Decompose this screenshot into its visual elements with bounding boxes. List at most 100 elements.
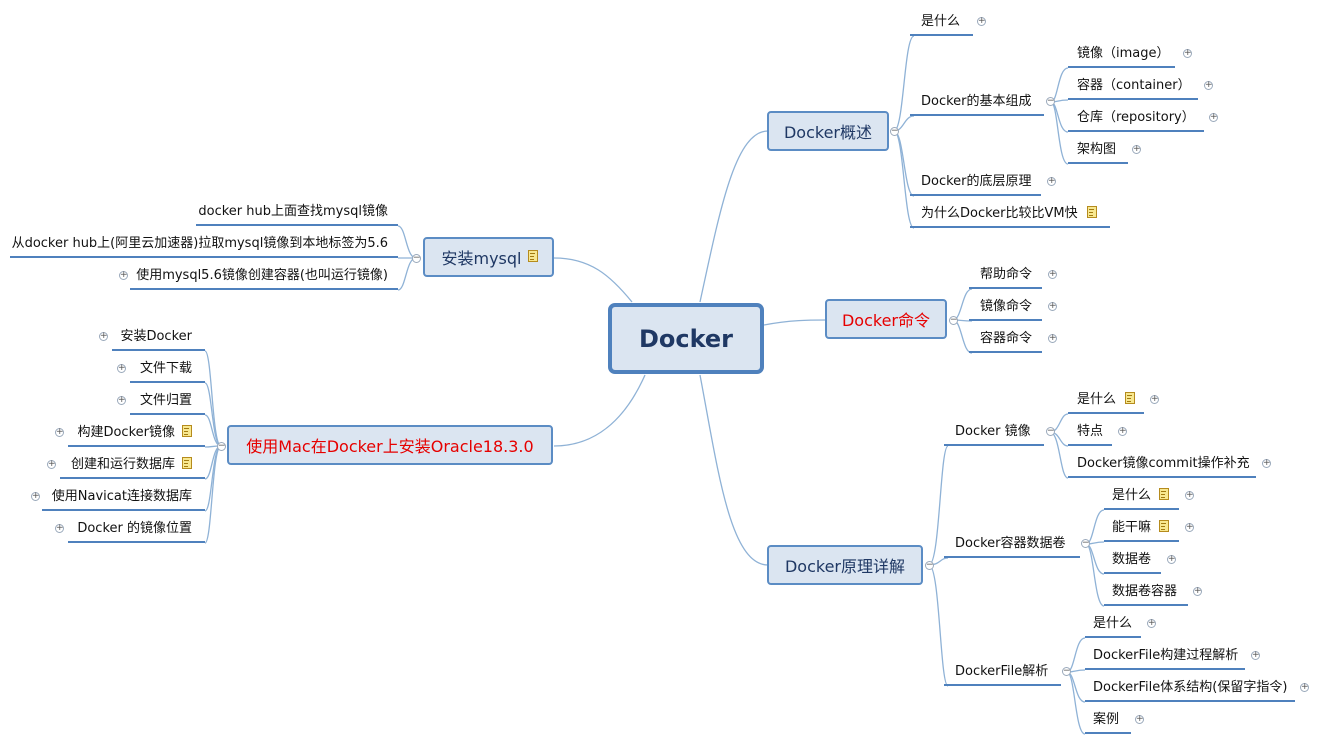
subtopic-container-commands[interactable]: 容器命令 [980,331,1033,346]
plus-icon[interactable]: + [1193,586,1202,596]
subtopic-help-commands[interactable]: 帮助命令 [980,267,1033,282]
underline [196,224,398,226]
subtopic-dockerfile-build[interactable]: DockerFile构建过程解析 [1093,648,1239,663]
underline [969,287,1042,289]
subtopic-file-archive[interactable]: 文件归置 [139,393,192,408]
subtopic-install-docker[interactable]: 安装Docker [120,329,192,344]
collapse-icon[interactable]: − [217,441,226,451]
plus-icon[interactable]: + [1185,490,1194,500]
subtopic-architecture[interactable]: 架构图 [1077,142,1117,157]
plus-icon[interactable]: + [1204,80,1213,90]
subtopic-mysql-run[interactable]: 使用mysql5.6镜像创建容器(也叫运行镜像) [136,268,388,283]
plus-icon[interactable]: + [31,491,40,501]
plus-icon[interactable]: + [1167,554,1176,564]
collapse-icon[interactable]: − [890,126,899,136]
topic-docker-principles[interactable]: Docker原理详解 [767,545,923,585]
central-topic-docker[interactable]: Docker [608,303,764,374]
underline [910,194,1041,196]
subtopic-image-location[interactable]: Docker 的镜像位置 [77,521,192,536]
subtopic-image-commit[interactable]: Docker镜像commit操作补充 [1077,456,1250,471]
subtopic-underlying-principle[interactable]: Docker的底层原理 [921,174,1032,189]
plus-icon[interactable]: + [1262,458,1271,468]
plus-icon[interactable]: + [1048,269,1057,279]
plus-icon[interactable]: + [1147,618,1156,628]
subtopic-basic-components[interactable]: Docker的基本组成 [921,94,1032,109]
subtopic-mysql-pull[interactable]: 从docker hub上(阿里云加速器)拉取mysql镜像到本地标签为5.6 [11,236,388,251]
note-icon[interactable] [528,250,538,262]
plus-icon[interactable]: + [1132,144,1141,154]
underline [1068,130,1204,132]
plus-icon[interactable]: + [977,16,986,26]
subtopic-dockerfile[interactable]: DockerFile解析 [955,664,1049,679]
subtopic-image[interactable]: 镜像（image） [1077,46,1170,61]
collapse-icon[interactable]: − [1062,666,1071,676]
plus-icon[interactable]: + [1048,301,1057,311]
subtopic-data-volumes[interactable]: Docker容器数据卷 [955,536,1066,551]
subtopic-file-download[interactable]: 文件下载 [139,361,192,376]
subtopic-docker-image[interactable]: Docker 镜像 [955,424,1031,439]
collapse-icon[interactable]: − [1046,426,1055,436]
underline [1104,508,1179,510]
subtopic-container[interactable]: 容器（container） [1077,78,1191,93]
collapse-icon[interactable]: − [949,315,958,325]
underline [969,351,1042,353]
collapse-icon[interactable]: − [412,253,421,263]
subtopic-repository[interactable]: 仓库（repository） [1077,110,1195,125]
collapse-icon[interactable]: − [1081,538,1090,548]
subtopic-volume[interactable]: 数据卷 [1112,552,1152,567]
plus-icon[interactable]: + [117,363,126,373]
plus-icon[interactable]: + [1183,48,1192,58]
plus-icon[interactable]: + [55,523,64,533]
underline [1085,668,1245,670]
plus-icon[interactable]: + [117,395,126,405]
collapse-icon[interactable]: − [925,560,934,570]
underline [112,349,205,351]
subtopic-build-image[interactable]: 构建Docker镜像 [77,425,175,440]
subtopic-dockerfile-structure[interactable]: DockerFile体系结构(保留字指令) [1093,680,1288,695]
underline [910,226,1110,228]
subtopic-why-faster[interactable]: 为什么Docker比较比VM快 [921,206,1078,221]
plus-icon[interactable]: + [1048,333,1057,343]
collapse-icon[interactable]: − [1046,96,1055,106]
subtopic-image-commands[interactable]: 镜像命令 [980,299,1033,314]
note-icon[interactable] [1159,520,1169,532]
plus-icon[interactable]: + [1118,426,1127,436]
subtopic-image-what[interactable]: 是什么 [1077,392,1117,407]
topic-docker-overview[interactable]: Docker概述 [767,111,889,151]
underline [1104,540,1179,542]
note-icon[interactable] [182,457,192,469]
topic-install-oracle[interactable]: 使用Mac在Docker上安装Oracle18.3.0 [227,425,553,465]
note-icon[interactable] [1087,206,1097,218]
plus-icon[interactable]: + [1185,522,1194,532]
plus-icon[interactable]: + [55,427,64,437]
subtopic-navicat[interactable]: 使用Navicat连接数据库 [51,489,192,504]
subtopic-volume-usage[interactable]: 能干嘛 [1112,520,1152,535]
subtopic-image-features[interactable]: 特点 [1077,424,1104,439]
plus-icon[interactable]: + [1251,650,1260,660]
plus-icon[interactable]: + [99,331,108,341]
underline [1068,66,1175,68]
plus-icon[interactable]: + [1150,394,1159,404]
note-icon[interactable] [182,425,192,437]
plus-icon[interactable]: + [119,270,128,280]
underline [1104,604,1188,606]
plus-icon[interactable]: + [47,459,56,469]
underline [1085,636,1141,638]
note-icon[interactable] [1125,392,1135,404]
underline [130,413,205,415]
underline [944,684,1061,686]
subtopic-create-run-db[interactable]: 创建和运行数据库 [70,457,175,472]
subtopic-dockerfile-what[interactable]: 是什么 [1093,616,1133,631]
subtopic-mysql-search[interactable]: docker hub上面查找mysql镜像 [198,204,388,219]
plus-icon[interactable]: + [1135,714,1144,724]
subtopic-dockerfile-cases[interactable]: 案例 [1093,712,1120,727]
topic-install-mysql[interactable]: 安装mysql [423,237,554,277]
note-icon[interactable] [1159,488,1169,500]
plus-icon[interactable]: + [1209,112,1218,122]
plus-icon[interactable]: + [1300,682,1309,692]
subtopic-volume-container[interactable]: 数据卷容器 [1112,584,1178,599]
plus-icon[interactable]: + [1047,176,1056,186]
subtopic-what-is[interactable]: 是什么 [921,14,961,29]
topic-docker-commands[interactable]: Docker命令 [825,299,947,339]
subtopic-volume-what[interactable]: 是什么 [1112,488,1152,503]
